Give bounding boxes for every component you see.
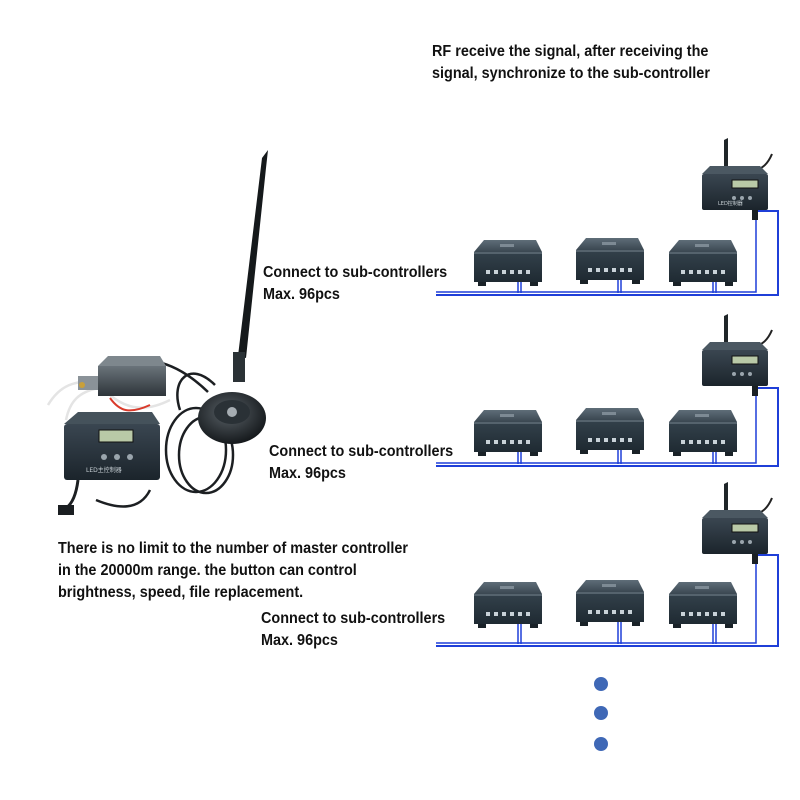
rf-receive-note: RF receive the signal, after receiving t… [432,41,710,85]
group-3-devices [436,481,779,647]
group-label-max: Max. 96pcs [261,632,338,649]
group-label-title: Connect to sub-controllers [269,443,454,460]
rf-note-line: RF receive the signal, after receiving t… [432,43,709,60]
group-1-label: Connect to sub-controllers Max. 96pcs [263,262,447,306]
group-label-max: Max. 96pcs [263,286,340,303]
receiver-panel-label: LED控制器 [718,200,743,207]
master-panel-label: LED主控制器 [86,466,122,474]
continuation-dots [594,677,608,751]
master-controller-assembly [46,150,268,515]
group-2-label: Connect to sub-controllers Max. 96pcs [269,441,453,485]
group-label-title: Connect to sub-controllers [263,264,448,281]
group-label-max: Max. 96pcs [269,465,346,482]
master-note-line: brightness, speed, file replacement. [58,584,304,601]
group-1-devices [436,137,779,296]
master-note-line: in the 20000m range. the button can cont… [58,562,357,579]
group-2-devices [436,313,779,467]
rf-note-line: signal, synchronize to the sub-controlle… [432,65,710,82]
master-note-line: There is no limit to the number of maste… [58,540,409,557]
group-label-title: Connect to sub-controllers [261,610,446,627]
group-3-label: Connect to sub-controllers Max. 96pcs [261,608,445,652]
master-controller-note: There is no limit to the number of maste… [58,538,408,604]
